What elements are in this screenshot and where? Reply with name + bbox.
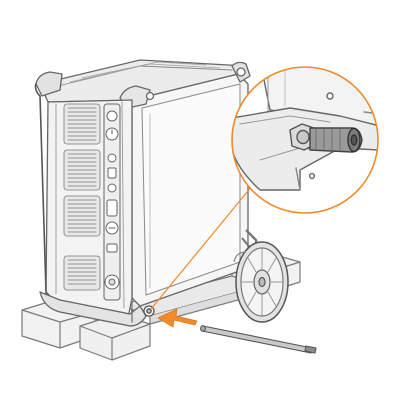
wheeled-trolley-icon	[233, 229, 289, 323]
axle-rod-icon	[200, 325, 317, 354]
vent-grille	[63, 103, 101, 145]
detail-leader-line	[150, 185, 253, 310]
control-panel	[103, 103, 121, 301]
vent-grille	[63, 255, 101, 291]
vent-grille	[63, 195, 101, 237]
magnified-detail-icon	[231, 66, 379, 214]
vent-grille	[63, 149, 101, 191]
insert-arrow-icon	[157, 308, 198, 328]
